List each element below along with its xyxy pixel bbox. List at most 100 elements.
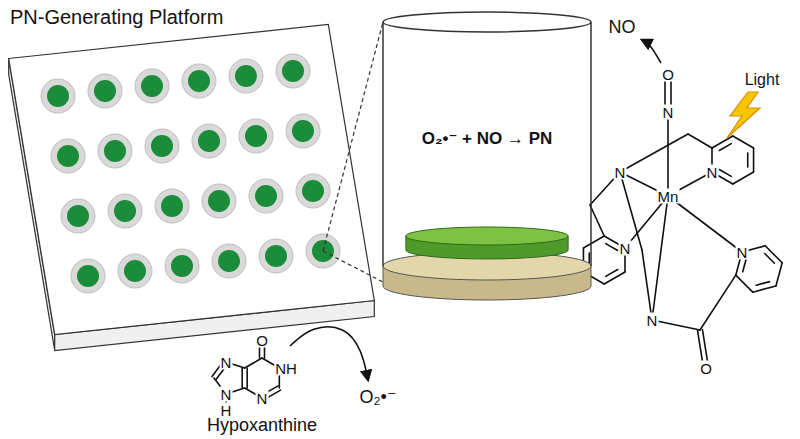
well-rim xyxy=(51,139,85,173)
well-rim xyxy=(61,199,95,233)
atom-label: NH xyxy=(274,361,298,376)
atom-label: O xyxy=(699,361,713,376)
well-rim xyxy=(135,69,169,103)
well-gel xyxy=(94,80,116,102)
ring-bond xyxy=(733,172,754,184)
species-label: O₂•⁻ xyxy=(360,388,397,408)
well-gel xyxy=(302,180,324,202)
well-rim xyxy=(41,79,75,113)
well-rim xyxy=(296,174,330,208)
compound-name: Hypoxanthine xyxy=(207,416,317,436)
ring-bond xyxy=(719,170,731,177)
coordination-bond xyxy=(667,112,669,196)
vessel-wall xyxy=(382,22,384,266)
well-gel xyxy=(235,65,257,87)
well-gel xyxy=(67,205,89,227)
well-gel xyxy=(151,135,173,157)
bond xyxy=(241,368,243,388)
atom-label: N xyxy=(646,313,659,328)
ring-bond xyxy=(753,286,776,292)
well-rim xyxy=(286,114,320,148)
bond xyxy=(688,134,712,148)
atom-label: O xyxy=(661,67,675,82)
well-rim xyxy=(98,134,132,168)
zoom-line xyxy=(323,22,383,251)
bond xyxy=(246,368,248,388)
well-rim xyxy=(276,54,310,88)
well-gel xyxy=(171,255,193,277)
well-gel xyxy=(77,265,99,287)
well-gel xyxy=(255,185,277,207)
bond xyxy=(642,250,652,320)
ring-bond xyxy=(606,270,618,277)
gel-top xyxy=(406,227,568,245)
ring-bond xyxy=(583,236,604,248)
metal-label: Mn xyxy=(657,189,680,204)
figure-title: PN-Generating Platform xyxy=(10,6,223,28)
ring-bond xyxy=(606,244,618,251)
atom-label: N xyxy=(662,105,675,120)
reaction-vessel: O₂•⁻ + NO → PN xyxy=(380,10,594,302)
well-rim xyxy=(155,189,189,223)
bond xyxy=(590,205,604,236)
well-gel xyxy=(161,195,183,217)
bond xyxy=(620,172,642,250)
plate-top xyxy=(9,25,375,335)
well-rim xyxy=(108,194,142,228)
well-gel xyxy=(292,120,314,142)
ring-bond xyxy=(756,282,769,286)
ring-bond xyxy=(719,144,731,151)
bond xyxy=(652,320,700,330)
ring-bond xyxy=(753,148,755,172)
vessel-wall xyxy=(590,22,592,266)
coordination-bond xyxy=(668,196,742,252)
well-gel xyxy=(57,145,79,167)
zoom-line xyxy=(323,251,383,282)
reaction-text: O₂•⁻ + NO → PN xyxy=(380,128,594,149)
ring-bond xyxy=(776,263,782,286)
ring-bond xyxy=(747,153,749,167)
well-rim xyxy=(249,179,283,213)
ring-bond xyxy=(736,275,753,292)
lightning-bolt xyxy=(727,92,760,138)
ring-bond xyxy=(765,246,782,263)
well-rim xyxy=(202,184,236,218)
well-gel xyxy=(208,190,230,212)
release-arrow xyxy=(642,40,661,63)
product-label: NO xyxy=(609,18,636,38)
ring-bond xyxy=(712,136,733,148)
atom-label: N xyxy=(736,245,749,260)
well-gel xyxy=(141,75,163,97)
vessel-outline xyxy=(380,10,594,302)
well-gel xyxy=(198,130,220,152)
ring-bond xyxy=(743,258,747,271)
well-gel xyxy=(265,245,287,267)
well-gel xyxy=(245,125,267,147)
bond xyxy=(700,275,736,330)
ring-bond xyxy=(765,254,775,264)
well-gel xyxy=(218,250,240,272)
atom-label: N xyxy=(220,387,233,402)
bond xyxy=(620,134,688,172)
well-rim xyxy=(165,249,199,283)
well-gel xyxy=(47,85,69,107)
vessel-rim xyxy=(383,12,591,32)
well-gel xyxy=(188,70,210,92)
well-rim xyxy=(229,59,263,93)
well-rim xyxy=(182,64,216,98)
well-rim xyxy=(118,254,152,288)
atom-label: N xyxy=(256,391,269,406)
coordination-bond xyxy=(652,196,668,320)
well-rim xyxy=(239,119,273,153)
ring-bond xyxy=(604,272,625,284)
light-label: Light xyxy=(745,71,780,89)
atom-label: O xyxy=(255,333,269,348)
well-gel xyxy=(282,60,304,82)
well-rim xyxy=(145,129,179,163)
well-gel xyxy=(124,260,146,282)
ring-bond xyxy=(733,136,754,148)
atom-label: N xyxy=(220,355,233,370)
production-arrow xyxy=(290,327,368,380)
